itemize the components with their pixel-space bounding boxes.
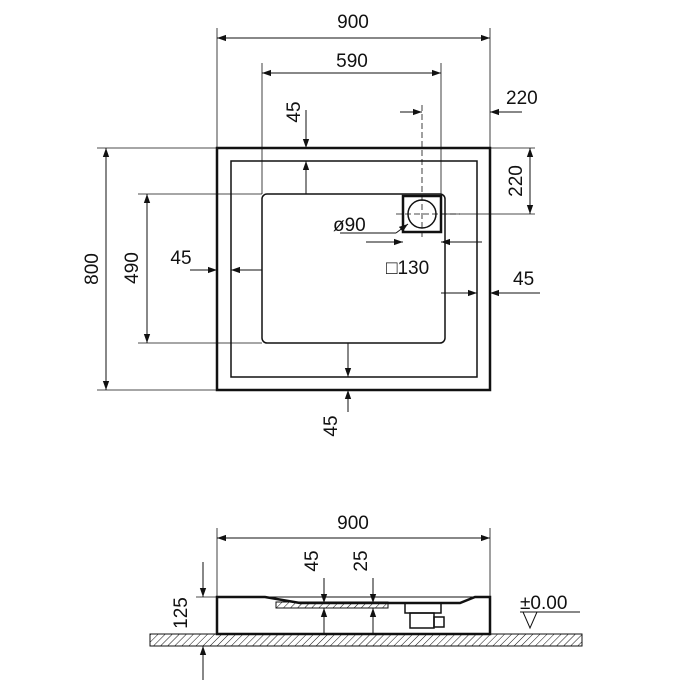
- label-rim-left: 45: [170, 248, 191, 269]
- dim-overall-width: 900: [216, 12, 491, 148]
- label-level: ±0.00: [520, 593, 567, 614]
- drain-trap: [404, 602, 445, 629]
- dim-side-45: 45: [302, 550, 328, 634]
- dim-drain-offset-right: 220: [400, 88, 538, 116]
- label-side-45: 45: [302, 550, 323, 571]
- label-drain-offset-right: 220: [506, 88, 538, 109]
- tray-grate: [275, 601, 389, 609]
- floor-hatch: [149, 633, 583, 647]
- label-inner-width: 590: [336, 51, 368, 72]
- label-rim-right: 45: [513, 269, 534, 290]
- dim-inner-width: 590: [261, 51, 442, 196]
- dim-drain-diameter: ø90: [333, 215, 409, 246]
- label-drain-diameter: ø90: [333, 215, 366, 236]
- tray-outline: [215, 146, 492, 392]
- dim-rim-top: 45: [284, 101, 310, 194]
- label-overall-width: 900: [337, 12, 369, 33]
- drain-outlet: [396, 105, 460, 240]
- label-side-width: 900: [337, 513, 369, 534]
- side-view: 900 45 25 125 ±0.00: [149, 513, 583, 680]
- dim-rim-left: 45: [170, 248, 262, 274]
- label-side-height: 125: [171, 597, 192, 629]
- dim-rim-bottom: 45: [321, 343, 352, 437]
- tray-basin: [261, 193, 446, 344]
- level-marker: ±0.00: [520, 593, 580, 630]
- label-rim-top: 45: [284, 101, 305, 122]
- dim-side-height: 125: [171, 562, 217, 680]
- label-rim-bottom: 45: [321, 415, 342, 436]
- label-inner-depth: 490: [122, 252, 143, 284]
- dim-rim-right: 45: [441, 269, 540, 297]
- dim-drain-square: □130: [386, 238, 482, 279]
- label-side-25: 25: [351, 550, 372, 571]
- label-overall-depth: 800: [82, 253, 103, 285]
- label-drain-square: □130: [386, 258, 429, 279]
- dim-side-width: 900: [216, 513, 491, 597]
- dim-drain-offset-top: 220: [441, 147, 535, 215]
- dim-side-25: 25: [351, 550, 377, 634]
- dim-inner-depth: 490: [122, 193, 262, 344]
- plan-view: 900 590 220 45 220 ø: [82, 12, 540, 437]
- label-drain-offset-top: 220: [506, 165, 527, 197]
- dim-overall-depth: 800: [82, 147, 217, 391]
